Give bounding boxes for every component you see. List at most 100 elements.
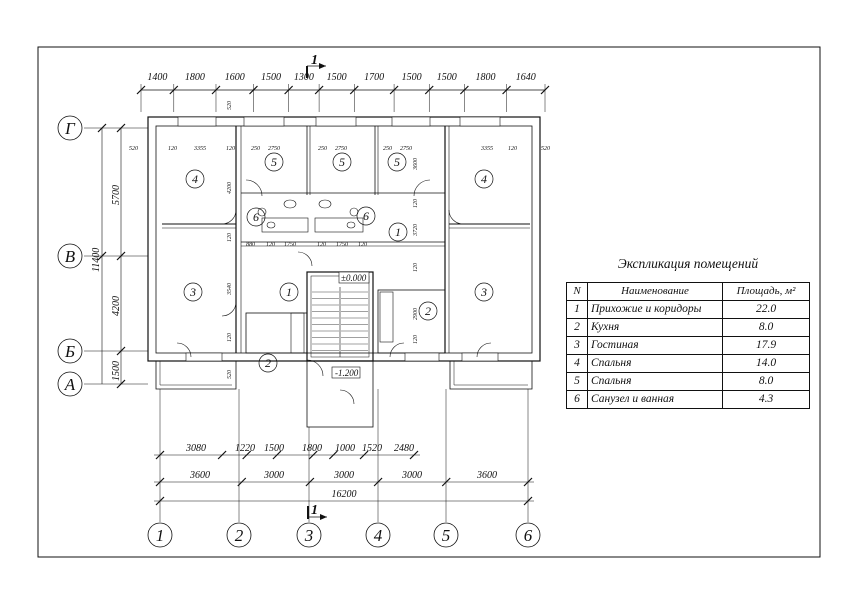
dim-top-value: 1640 [516,72,536,83]
dim-top-value: 1300 [294,72,314,83]
dim-bottom-1: 1500 [264,443,284,454]
cell-area: 4.3 [722,390,810,409]
axis-col-label: 3 [304,526,314,545]
inner-dim: 120 [226,146,235,152]
cell-area: 8.0 [722,318,810,337]
sheet-frame [37,46,821,558]
inner-dim: 120 [227,233,233,242]
inner-dim: 520 [129,146,138,152]
dim-tick [155,450,165,460]
cell-area: 8.0 [722,372,810,391]
dim-bottom-1: 2480 [394,443,414,454]
dim-bottom-2: 3000 [401,470,422,481]
inner-dim: 3355 [480,146,493,152]
dim-tick [441,477,451,487]
inner-dim: 520 [227,101,233,110]
room-number: 4 [192,172,198,186]
section-mark-top: 1 [306,53,326,78]
room-number: 2 [265,356,271,370]
room-number: 2 [425,304,431,318]
room-number: 1 [286,285,292,299]
cell-n: 4 [566,354,588,373]
column-axis-bubbles: 1 2 3 4 5 6 [147,522,541,548]
room-number: 5 [339,155,345,169]
dim-bottom-1: 1220 [235,443,255,454]
axis-lines [84,127,529,522]
dim-tick [237,477,247,487]
dim-tick [305,477,315,487]
axis-col-label: 2 [235,526,244,545]
inner-dim: 250 [383,146,392,152]
inner-dim: 120 [358,242,367,248]
section-mark-bottom: 1 [307,503,327,520]
axis-row-label: Б [64,342,75,361]
dim-tick [523,496,533,506]
elevation-top: ±0.000 [341,273,367,283]
col-header-name: Наименование [587,282,723,301]
inner-dim: 120 [413,263,419,272]
dim-bottom-2: 3600 [189,470,210,481]
dim-top-value: 1500 [437,72,457,83]
dim-bottom-1: 3080 [185,443,206,454]
dim-top-value: 1600 [225,72,245,83]
inner-dim: 520 [541,146,550,152]
inner-dim: 2750 [268,146,280,152]
cell-name: Спальня [587,372,723,391]
dim-top-value: 1700 [364,72,384,83]
section-mark-label: 1 [311,53,318,68]
dim-tick [409,450,419,460]
dim-tick [217,450,227,460]
dim-tick [155,496,165,506]
dim-top-value: 1800 [475,72,495,83]
inner-dim: 3720 [413,224,419,237]
inner-dim: 2750 [335,146,347,152]
inner-dim: 120 [413,335,419,344]
room-number: 6 [363,209,369,223]
inner-dim: 3355 [193,146,206,152]
dim-bottom-2: 3000 [333,470,354,481]
inner-dimensions: 520 120 3355 120 250 2750 250 2750 250 2… [129,101,550,379]
left-dimension-chain: 11400 5700 4200 1500 [91,123,126,389]
room-number: 4 [481,172,487,186]
cell-name: Кухня [587,318,723,337]
cell-name: Спальня [587,354,723,373]
inner-dim: 880 [246,242,255,248]
cell-n: 5 [566,372,588,391]
cell-n: 1 [566,300,588,319]
axis-col-label: 1 [156,526,165,545]
dim-tick [373,477,383,487]
inner-dim: 1750 [284,242,296,248]
cell-name: Санузел и ванная [587,390,723,409]
dim-top-value: 1500 [327,72,347,83]
room-schedule-title: Экспликация помещений [617,256,759,271]
elevation-marks: ±0.000 -1.200 [331,271,370,379]
room-number: 6 [253,210,259,224]
cell-area: 22.0 [722,300,810,319]
dim-bottom-total: 16200 [332,489,357,500]
dim-tick [523,477,533,487]
dim-bottom-2: 3000 [263,470,284,481]
axis-col-label: 4 [374,526,383,545]
elevation-bottom: -1.200 [335,368,359,378]
col-header-area: Площадь, м² [722,282,810,301]
dim-tick [328,450,338,460]
dim-tick [359,450,369,460]
inner-dim: 250 [318,146,327,152]
inner-dim: 250 [251,146,260,152]
dim-left-b: 4200 [111,296,122,316]
building-walls [147,116,541,428]
axis-col-label: 5 [442,526,451,545]
room-number: 5 [271,155,277,169]
dim-bottom-2: 3600 [476,470,497,481]
inner-dim: 120 [413,199,419,208]
room-number: 3 [480,285,487,299]
cell-name: Прихожие и коридоры [587,300,723,319]
dim-top-value: 1500 [402,72,422,83]
inner-dim: 2750 [400,146,412,152]
